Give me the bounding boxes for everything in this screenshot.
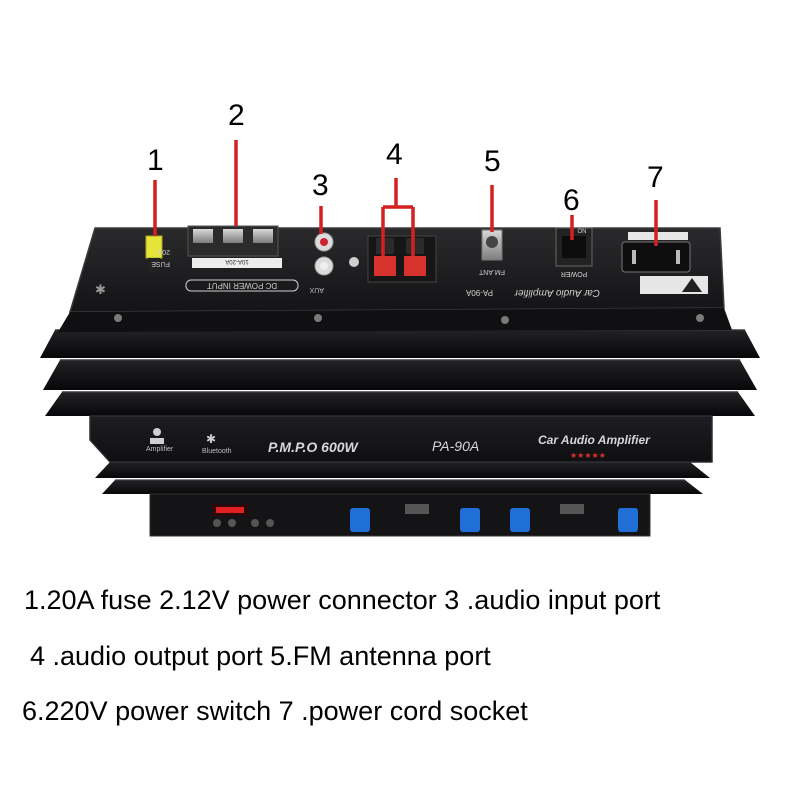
switch-on-label: ON [578, 229, 587, 235]
audio-input-port: AUX [309, 232, 359, 293]
legend-line-3: 6.220V power switch 7 .power cord socket [22, 696, 528, 726]
callout-3: 3 [312, 169, 329, 202]
power-cord-socket [621, 232, 708, 294]
bluetooth-icon: ✱ [95, 282, 106, 297]
screw-icon [696, 314, 704, 322]
fuse-rating-label: 20A [157, 248, 170, 255]
control-panel [149, 493, 651, 537]
callout-2: 2 [228, 99, 245, 132]
amplifier-icon [150, 428, 164, 444]
callout-7: 7 [647, 161, 664, 194]
rear-model-label: PA-90A [465, 288, 493, 297]
fuse-label: FUSE [151, 260, 170, 267]
heatsink-fins [40, 329, 760, 494]
fm-ant-label: FM.ANT [478, 268, 505, 275]
callout-4: 4 [386, 138, 403, 171]
power-connector: 10A-20A DC POWER INPUT [185, 225, 299, 292]
legend-line-1: 1.20A fuse 2.12V power connector 3 .audi… [24, 585, 661, 615]
bluetooth-label: Bluetooth [202, 448, 232, 455]
knob-icon [618, 508, 638, 532]
dc-power-input-label: DC POWER INPUT [207, 281, 277, 290]
power-switch-label: POWER [561, 270, 587, 277]
aux-label: AUX [309, 286, 324, 293]
connector-rating-label: 10A-20A [225, 258, 248, 264]
front-panel: Amplifier ✱ Bluetooth P.M.P.O 600W PA-90… [89, 415, 713, 463]
callout-6: 6 [563, 184, 580, 217]
screw-icon [314, 314, 322, 322]
callout-5: 5 [484, 145, 501, 178]
product-label: Car Audio Amplifier [538, 433, 651, 447]
fm-antenna-port: FM.ANT PA-90A Car Audio Amplifier [465, 229, 600, 298]
knob-icon [350, 508, 370, 532]
bluetooth-icon: ✱ [206, 432, 216, 446]
legend-line-2: 4 .audio output port 5.FM antenna port [30, 641, 491, 671]
knob-icon [510, 508, 530, 532]
stars-label: ★★★★★ [570, 451, 606, 460]
rear-product-label: Car Audio Amplifier [514, 287, 600, 298]
pmpo-label: P.M.P.O 600W [268, 439, 360, 455]
audio-output-port [367, 235, 437, 283]
knob-icon [460, 508, 480, 532]
amplifier-label: Amplifier [146, 446, 174, 453]
model-label: PA-90A [432, 438, 479, 454]
fuse: 20A FUSE [145, 235, 170, 272]
annotation-lines [153, 140, 658, 256]
callout-1: 1 [147, 144, 164, 177]
power-switch: POWER ON [555, 227, 593, 277]
screw-icon [114, 314, 122, 322]
screw-icon [501, 316, 509, 324]
